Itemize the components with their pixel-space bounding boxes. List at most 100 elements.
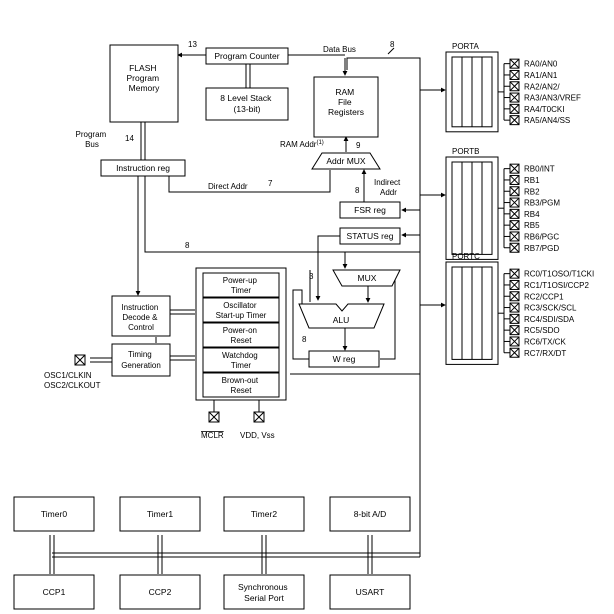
- usart-block: [329, 574, 411, 610]
- instruction-decode-block: [111, 295, 171, 337]
- pin-box-icon: [509, 174, 520, 185]
- timer2-block: [223, 496, 305, 532]
- pin-vdd-icon: [253, 411, 265, 423]
- w-reg-block: [308, 350, 380, 368]
- timer0-block: [13, 496, 95, 532]
- pin-label: RC3/SCK/SCL: [524, 304, 577, 313]
- timing-generation-label: Timing Generation: [121, 350, 161, 370]
- adc-block: [329, 496, 411, 532]
- timer1-label: Timer1: [147, 509, 173, 519]
- ccp2-block: [119, 574, 201, 610]
- timing-generation-block: [111, 343, 171, 377]
- program-counter-block: [205, 47, 289, 65]
- alu-label: ALU: [333, 315, 350, 325]
- pin-box-icon: [509, 242, 520, 253]
- instruction-reg-block: [100, 159, 186, 177]
- pin-label: RB7/PGD: [524, 244, 559, 253]
- pin-box-icon: [509, 313, 520, 324]
- pin-label: RC0/T1OSO/T1CKI: [524, 270, 594, 279]
- ccp1-label: CCP1: [43, 587, 66, 597]
- timer2-label: Timer2: [251, 509, 277, 519]
- pin-box-icon: [509, 81, 520, 92]
- pin-box-icon: [509, 69, 520, 80]
- indirect-width: 8: [355, 186, 360, 195]
- status-reg-block: [339, 227, 401, 245]
- port-name: PORTC: [452, 252, 480, 261]
- pin-label: RB4: [524, 210, 540, 219]
- status-reg-label: STATUS reg: [347, 231, 394, 241]
- pin-label: RA1/AN1: [524, 71, 558, 80]
- watchdog-timer-block: [202, 347, 280, 373]
- flash-label: FLASH Program Memory: [127, 63, 162, 93]
- instruction-decode-label: Instruction Decode & Control: [121, 303, 160, 332]
- port-name: PORTB: [452, 147, 479, 156]
- pin-box-icon: [509, 347, 520, 358]
- pin-label: RA2/AN2/: [524, 82, 560, 91]
- vdd-vss-label: VDD, Vss: [240, 431, 275, 440]
- pin-label: RA3/AN3/VREF: [524, 94, 581, 103]
- pin-box-icon: [509, 163, 520, 174]
- pin-label: RB0/INT: [524, 165, 555, 174]
- pin-label: RA4/T0CKI: [524, 105, 564, 114]
- pin-label: RC2/CCP1: [524, 292, 564, 301]
- port-portb: PORTBRB0/INTRB1RB2RB3/PGMRB4RB5RB6/PGCRB…: [445, 147, 560, 260]
- pin-label: RC6/TX/CK: [524, 337, 566, 346]
- pin-label: RB1: [524, 176, 540, 185]
- flash-block: [109, 44, 179, 123]
- ram-addr-label: RAM Addr(1): [280, 140, 324, 149]
- direct-addr-width: 7: [268, 179, 273, 188]
- ram-addr-width: 9: [356, 141, 361, 150]
- pin-box-icon: [509, 268, 520, 279]
- power-up-timer-block: [202, 272, 280, 298]
- pc-width: 13: [188, 40, 197, 49]
- program-bus-width: 14: [125, 134, 134, 143]
- port-name: PORTA: [452, 42, 479, 51]
- stack-block: [205, 87, 289, 121]
- pin-osc-icon: [74, 354, 86, 366]
- pin-box-icon: [509, 231, 520, 242]
- pin-label: RA0/AN0: [524, 60, 558, 69]
- direct-addr-label: Direct Addr: [208, 182, 248, 191]
- pin-mclr-icon: [208, 411, 220, 423]
- program-counter-label: Program Counter: [214, 51, 279, 61]
- pin-box-icon: [509, 103, 520, 114]
- timer1-block: [119, 496, 201, 532]
- ssp-label: Synchronous Serial Port: [238, 582, 290, 603]
- ram-label: RAM File Registers: [328, 87, 364, 117]
- pin-label: RC4/SDI/SDA: [524, 315, 575, 324]
- mux-label: MUX: [358, 273, 377, 283]
- pin-box-icon: [509, 115, 520, 126]
- timer0-label: Timer0: [41, 509, 67, 519]
- oscillator-startup-timer-block: [202, 297, 280, 323]
- brown-out-reset-block: [202, 372, 280, 398]
- stack-label: 8 Level Stack (13-bit): [220, 93, 273, 114]
- ssp-block: [223, 574, 305, 610]
- pin-box-icon: [509, 208, 520, 219]
- status-bus-width: 8: [185, 241, 190, 250]
- w-reg-label: W reg: [333, 354, 356, 364]
- data-bus-label: Data Bus: [323, 45, 356, 54]
- pin-box-icon: [509, 186, 520, 197]
- pin-label: RA5/AN4/SS: [524, 116, 570, 125]
- power-on-reset-block: [202, 322, 280, 348]
- pin-box-icon: [509, 336, 520, 347]
- pin-box-icon: [509, 58, 520, 69]
- pin-box-icon: [509, 302, 520, 313]
- pin-label: RB3/PGM: [524, 199, 560, 208]
- pin-label: RC5/SDO: [524, 326, 560, 335]
- w-reg-width: 8: [302, 335, 307, 344]
- fsr-reg-block: [339, 201, 401, 219]
- instruction-reg-label: Instruction reg: [116, 163, 170, 173]
- adc-label: 8-bit A/D: [354, 509, 387, 519]
- pin-box-icon: [509, 92, 520, 103]
- power-up-timer-label: Power-up Timer: [223, 276, 259, 295]
- addr-mux-block: [311, 152, 381, 170]
- oscillator-startup-timer-label: Oscillator Start-up Timer: [216, 301, 267, 320]
- osc-label: OSC1/CLKIN OSC2/CLKOUT: [44, 371, 101, 390]
- bus-lines: [49, 52, 446, 574]
- ram-block: [313, 76, 379, 138]
- pin-box-icon: [509, 197, 520, 208]
- pin-label: RB2: [524, 187, 540, 196]
- pin-box-icon: [509, 325, 520, 336]
